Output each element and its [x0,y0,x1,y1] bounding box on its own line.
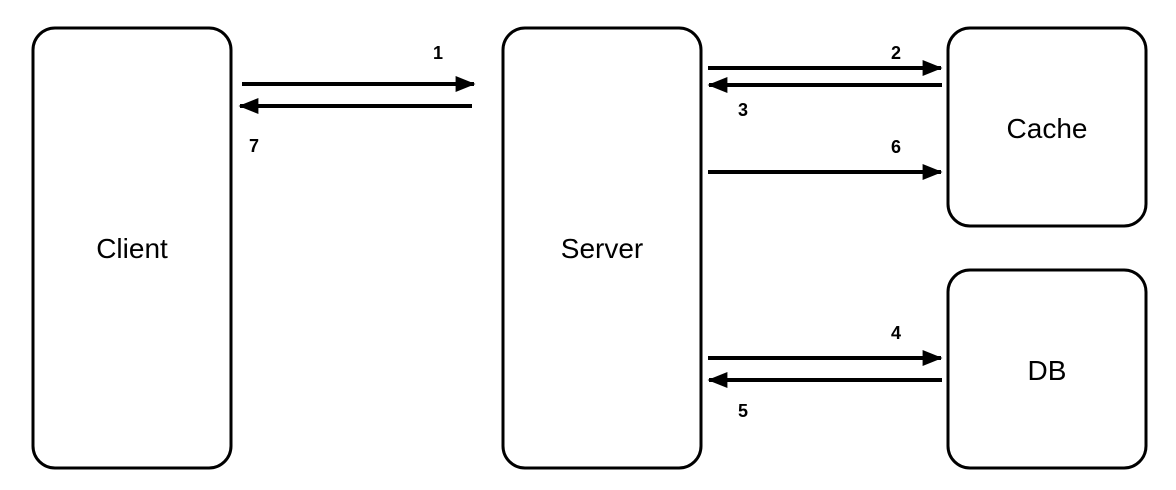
step-1-label: 1 [433,43,443,63]
cache-node: Cache [946,26,1148,228]
db-label: DB [1028,355,1067,386]
step-3-label: 3 [738,100,748,120]
server-label: Server [561,233,643,264]
db-node: DB [946,268,1148,470]
step-7-label: 7 [249,136,259,156]
step-4-label: 4 [891,323,901,343]
client-node: Client [31,26,233,470]
step-5-label: 5 [738,401,748,421]
cache-label: Cache [1007,113,1088,144]
server-node: Server [501,26,703,470]
step-2-label: 2 [891,43,901,63]
client-label: Client [96,233,168,264]
step-6-label: 6 [891,137,901,157]
